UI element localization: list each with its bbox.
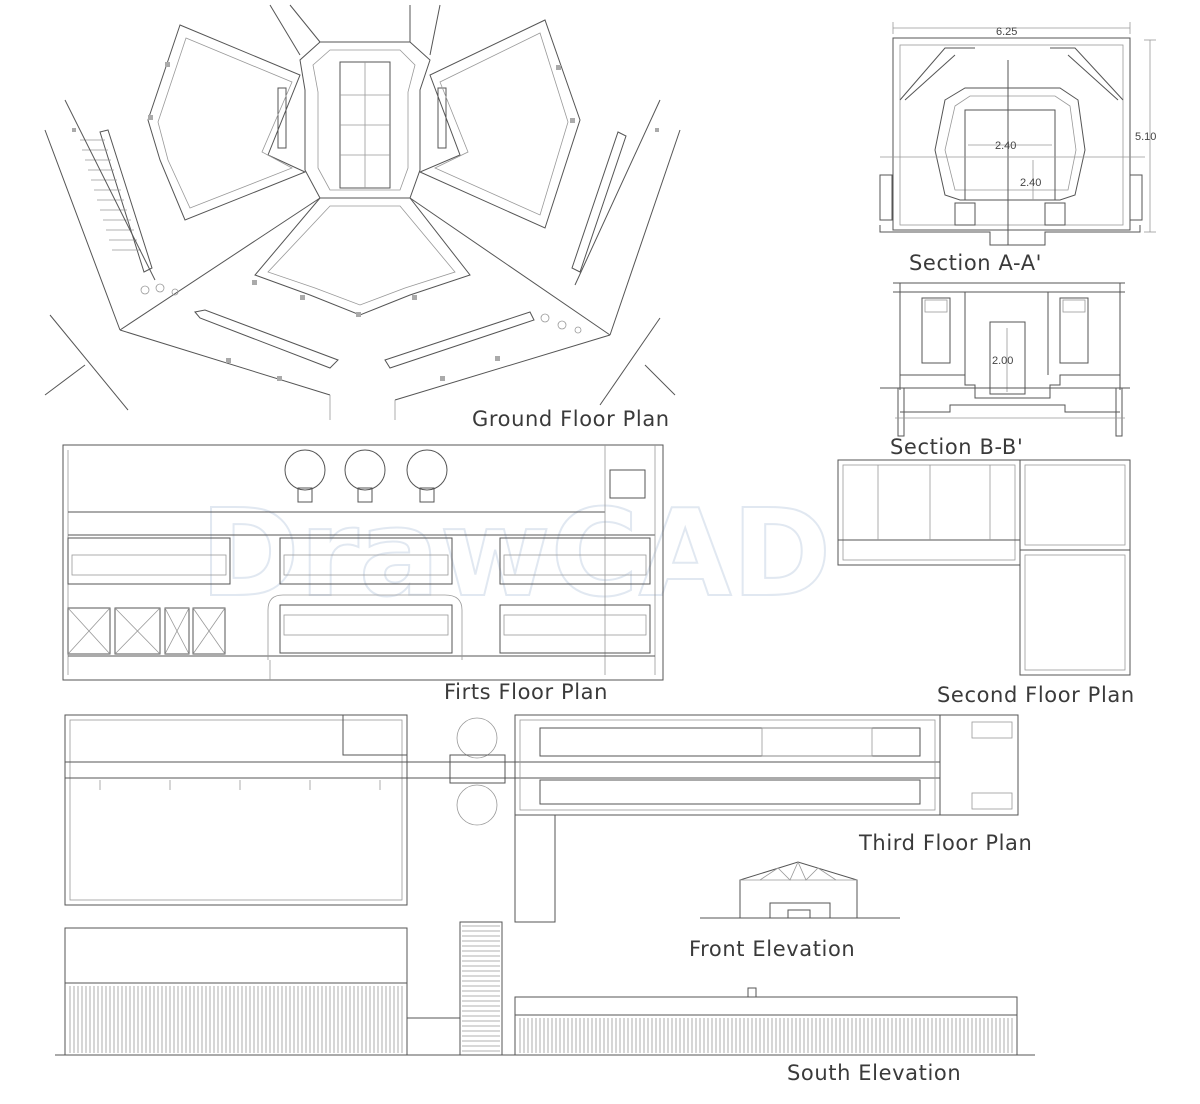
ground-floor-plan-label: Ground Floor Plan — [472, 407, 670, 431]
south-elevation-drawing — [55, 921, 1035, 1056]
section-b-label: Section B-B' — [890, 435, 1024, 459]
front-elevation-drawing — [700, 861, 900, 919]
second-floor-plan — [837, 459, 1131, 676]
section-a-height-dimension: 5.10 — [1135, 131, 1156, 143]
section-a-inner-width-dimension: 2.40 — [995, 140, 1016, 152]
section-a-drawing: 6.25 5.10 2.40 2.40 — [879, 22, 1156, 246]
third-floor-plan-label: Third Floor Plan — [859, 831, 1033, 855]
third-floor-plan — [64, 714, 1019, 923]
ground-floor-plan — [44, 4, 681, 420]
section-b-drawing: 2.00 — [880, 282, 1130, 437]
south-elevation-label: South Elevation — [787, 1061, 962, 1085]
section-a-inner-height-dimension: 2.40 — [1020, 177, 1041, 189]
section-b-door-dimension: 2.00 — [992, 355, 1013, 367]
first-floor-plan — [62, 444, 664, 681]
section-a-width-dimension: 6.25 — [996, 26, 1017, 38]
watermark: DrawCAD — [199, 484, 832, 625]
second-floor-plan-label: Second Floor Plan — [937, 683, 1135, 707]
first-floor-plan-label: Firts Floor Plan — [444, 680, 609, 704]
section-a-label: Section A-A' — [909, 251, 1043, 275]
watermark-text: DrawCAD — [200, 485, 831, 624]
front-elevation-label: Front Elevation — [689, 937, 856, 961]
